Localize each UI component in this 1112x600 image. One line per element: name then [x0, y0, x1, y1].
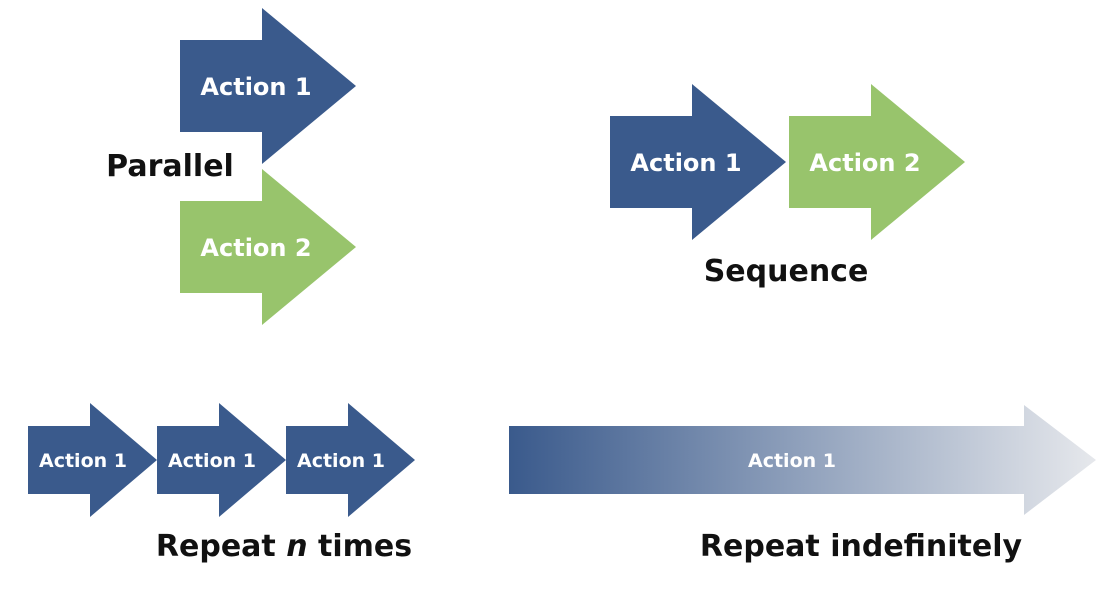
- sequence-arrow-1: Action 1: [610, 84, 786, 240]
- repeat-n-arrow-1-shape: [28, 403, 157, 517]
- repeat-n-arrow-1-label: Action 1: [39, 450, 127, 472]
- sequence-caption: Sequence: [704, 254, 869, 289]
- repeat-indefinitely-caption: Repeat indefinitely: [700, 529, 1023, 564]
- repeat-n-caption-prefix: Repeat: [156, 529, 286, 564]
- repeat-n-caption-italic: n: [286, 529, 307, 564]
- sequence-arrow-2-shape: [789, 84, 965, 240]
- sequence-arrow-2: Action 2: [789, 84, 965, 240]
- repeat-n-arrow-2-label: Action 1: [168, 450, 256, 472]
- repeat-n-arrow-3: Action 1: [286, 403, 415, 517]
- parallel-group: Action 1 Action 2 Parallel: [106, 8, 356, 325]
- sequence-arrow-1-label: Action 1: [630, 149, 741, 177]
- repeat-n-caption-suffix: times: [308, 529, 413, 564]
- parallel-caption: Parallel: [106, 149, 234, 184]
- parallel-arrow-1-label: Action 1: [200, 73, 311, 101]
- repeat-n-arrow-3-label: Action 1: [297, 450, 385, 472]
- repeat-indefinitely-arrow-label: Action 1: [748, 450, 836, 472]
- repeat-indefinitely-arrow: Action 1: [509, 405, 1096, 515]
- repeat-indefinitely-arrow-shape: [509, 405, 1096, 515]
- repeat-n-arrow-2: Action 1: [157, 403, 286, 517]
- sequence-arrow-2-label: Action 2: [809, 149, 920, 177]
- parallel-arrow-1-shape: [180, 8, 356, 164]
- repeat-n-caption: Repeat n times: [156, 529, 412, 564]
- sequence-group: Action 1 Action 2 Sequence: [610, 84, 965, 289]
- repeat-n-arrow-2-shape: [157, 403, 286, 517]
- repeat-n-arrow-1: Action 1: [28, 403, 157, 517]
- sequence-arrow-1-shape: [610, 84, 786, 240]
- repeat-indefinitely-group: Action 1 Repeat indefinitely: [509, 405, 1096, 564]
- repeat-n-group: Action 1 Action 1 Action 1 Repeat n time…: [28, 403, 415, 564]
- parallel-arrow-1: Action 1: [180, 8, 356, 164]
- parallel-arrow-2: Action 2: [180, 169, 356, 325]
- parallel-arrow-2-label: Action 2: [200, 234, 311, 262]
- parallel-arrow-2-shape: [180, 169, 356, 325]
- repeat-n-arrow-3-shape: [286, 403, 415, 517]
